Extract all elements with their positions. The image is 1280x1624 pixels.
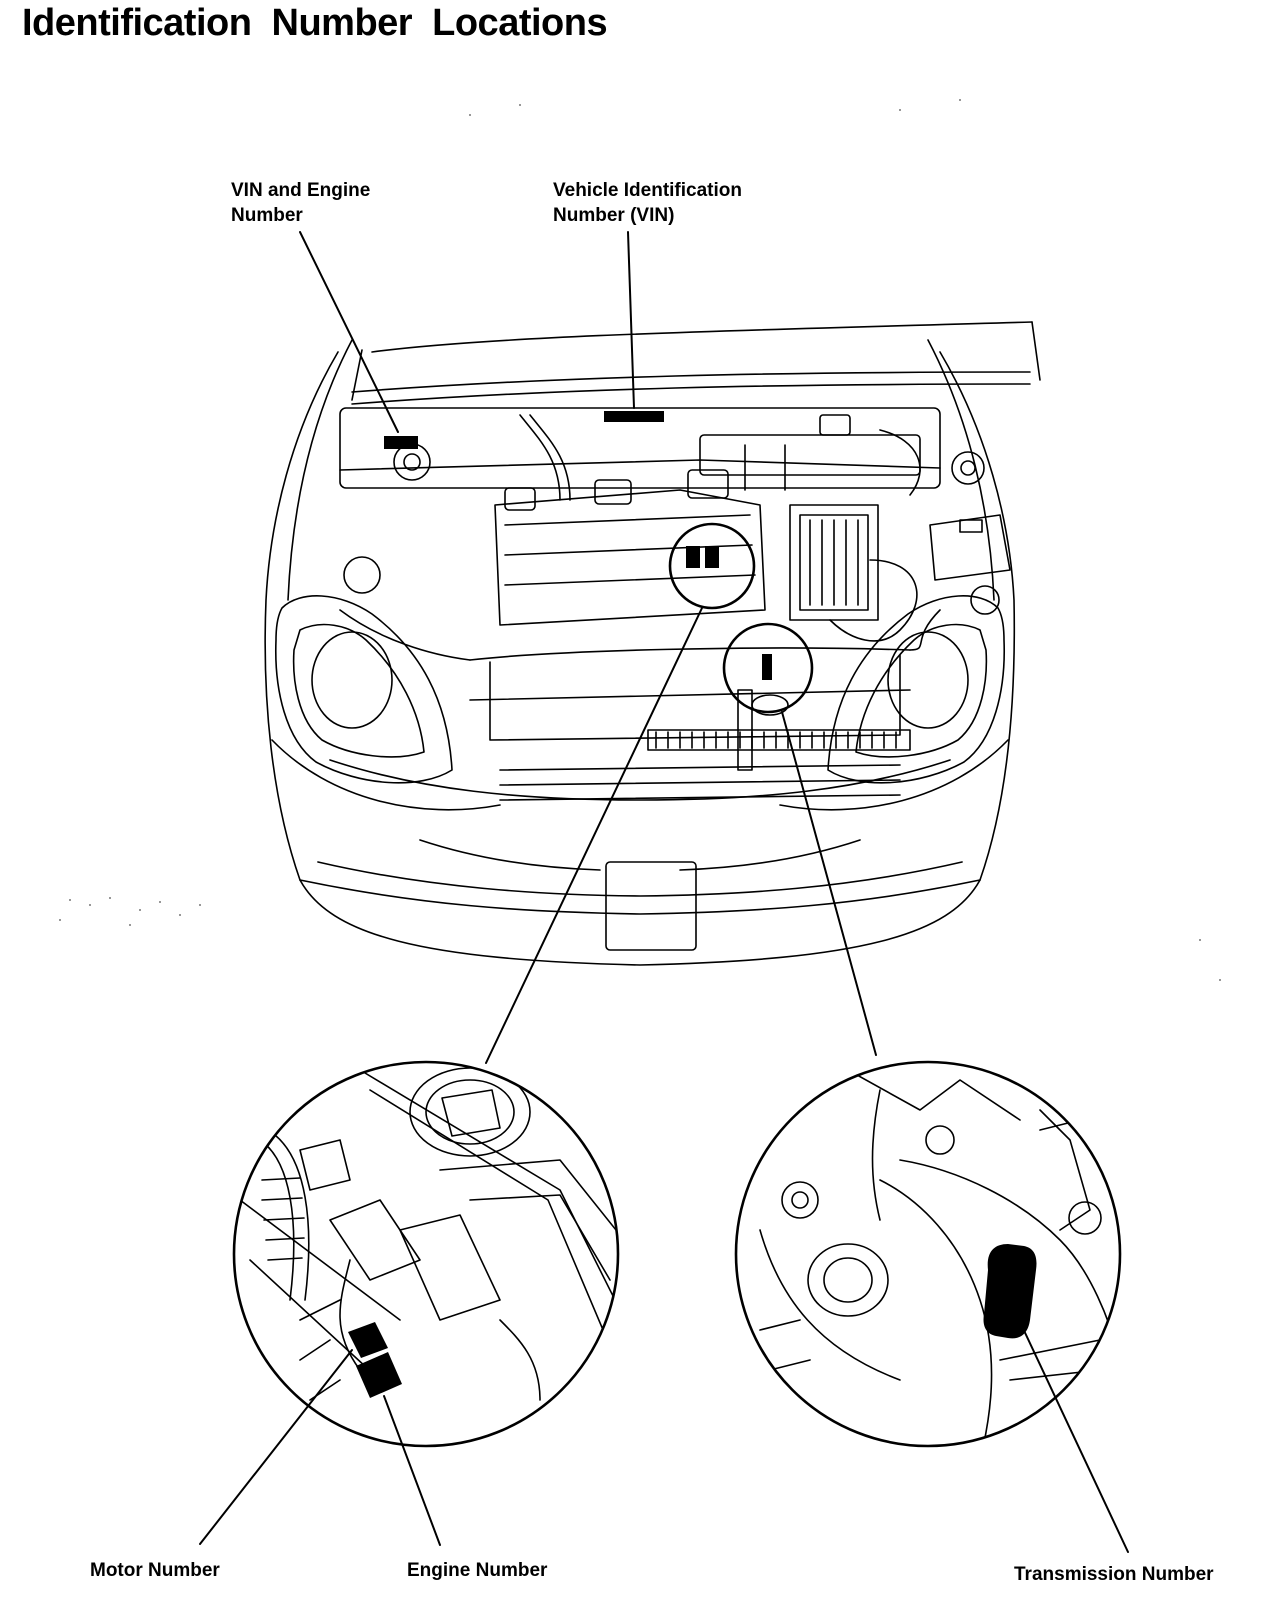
left-headlight xyxy=(276,596,452,783)
vin-engine-number-label-line2: Number xyxy=(231,205,303,226)
detail-transmission-plate xyxy=(983,1244,1037,1339)
engine-plate-marker xyxy=(705,546,719,568)
motor-plate-marker xyxy=(686,546,700,568)
transmission-highlight-circle xyxy=(724,624,812,712)
vin-label: Vehicle Identification Number (VIN) xyxy=(553,178,742,228)
engine-number-leader xyxy=(384,1396,440,1545)
vin-plate-marker xyxy=(604,411,664,422)
vin-engine-plate-marker xyxy=(384,436,418,449)
motor-engine-detail-view xyxy=(234,1062,640,1446)
transmission-detail-leader xyxy=(782,712,876,1055)
engine-number-label: Engine Number xyxy=(407,1560,548,1581)
motor-engine-detail-leader xyxy=(486,608,702,1063)
motor-number-leader xyxy=(200,1350,352,1544)
detail-motor-plate xyxy=(348,1322,388,1358)
detail-engine-plate xyxy=(356,1352,402,1398)
page-title: Identification Number Locations xyxy=(22,2,608,44)
right-headlight xyxy=(828,596,1004,783)
vin-label-line1: Vehicle Identification xyxy=(553,180,742,201)
scan-speckle xyxy=(59,99,1221,981)
motor-engine-highlight-circle xyxy=(670,524,754,608)
license-plate xyxy=(606,862,696,950)
car-body-outline xyxy=(265,340,1014,965)
transmission-detail-view xyxy=(736,1060,1120,1460)
hood-outline xyxy=(352,322,1040,404)
transmission-number-leader xyxy=(1020,1322,1128,1552)
vin-leader xyxy=(628,232,634,408)
transmission-number-label: Transmission Number xyxy=(1014,1564,1214,1585)
vin-engine-number-label-line1: VIN and Engine xyxy=(231,180,371,201)
motor-number-label: Motor Number xyxy=(90,1560,220,1581)
vin-label-line2: Number (VIN) xyxy=(553,205,675,226)
vin-engine-number-label: VIN and Engine Number xyxy=(231,178,370,228)
vin-engine-leader xyxy=(300,232,398,432)
engine-bay-components xyxy=(340,408,1010,800)
transmission-plate-marker xyxy=(762,654,772,680)
